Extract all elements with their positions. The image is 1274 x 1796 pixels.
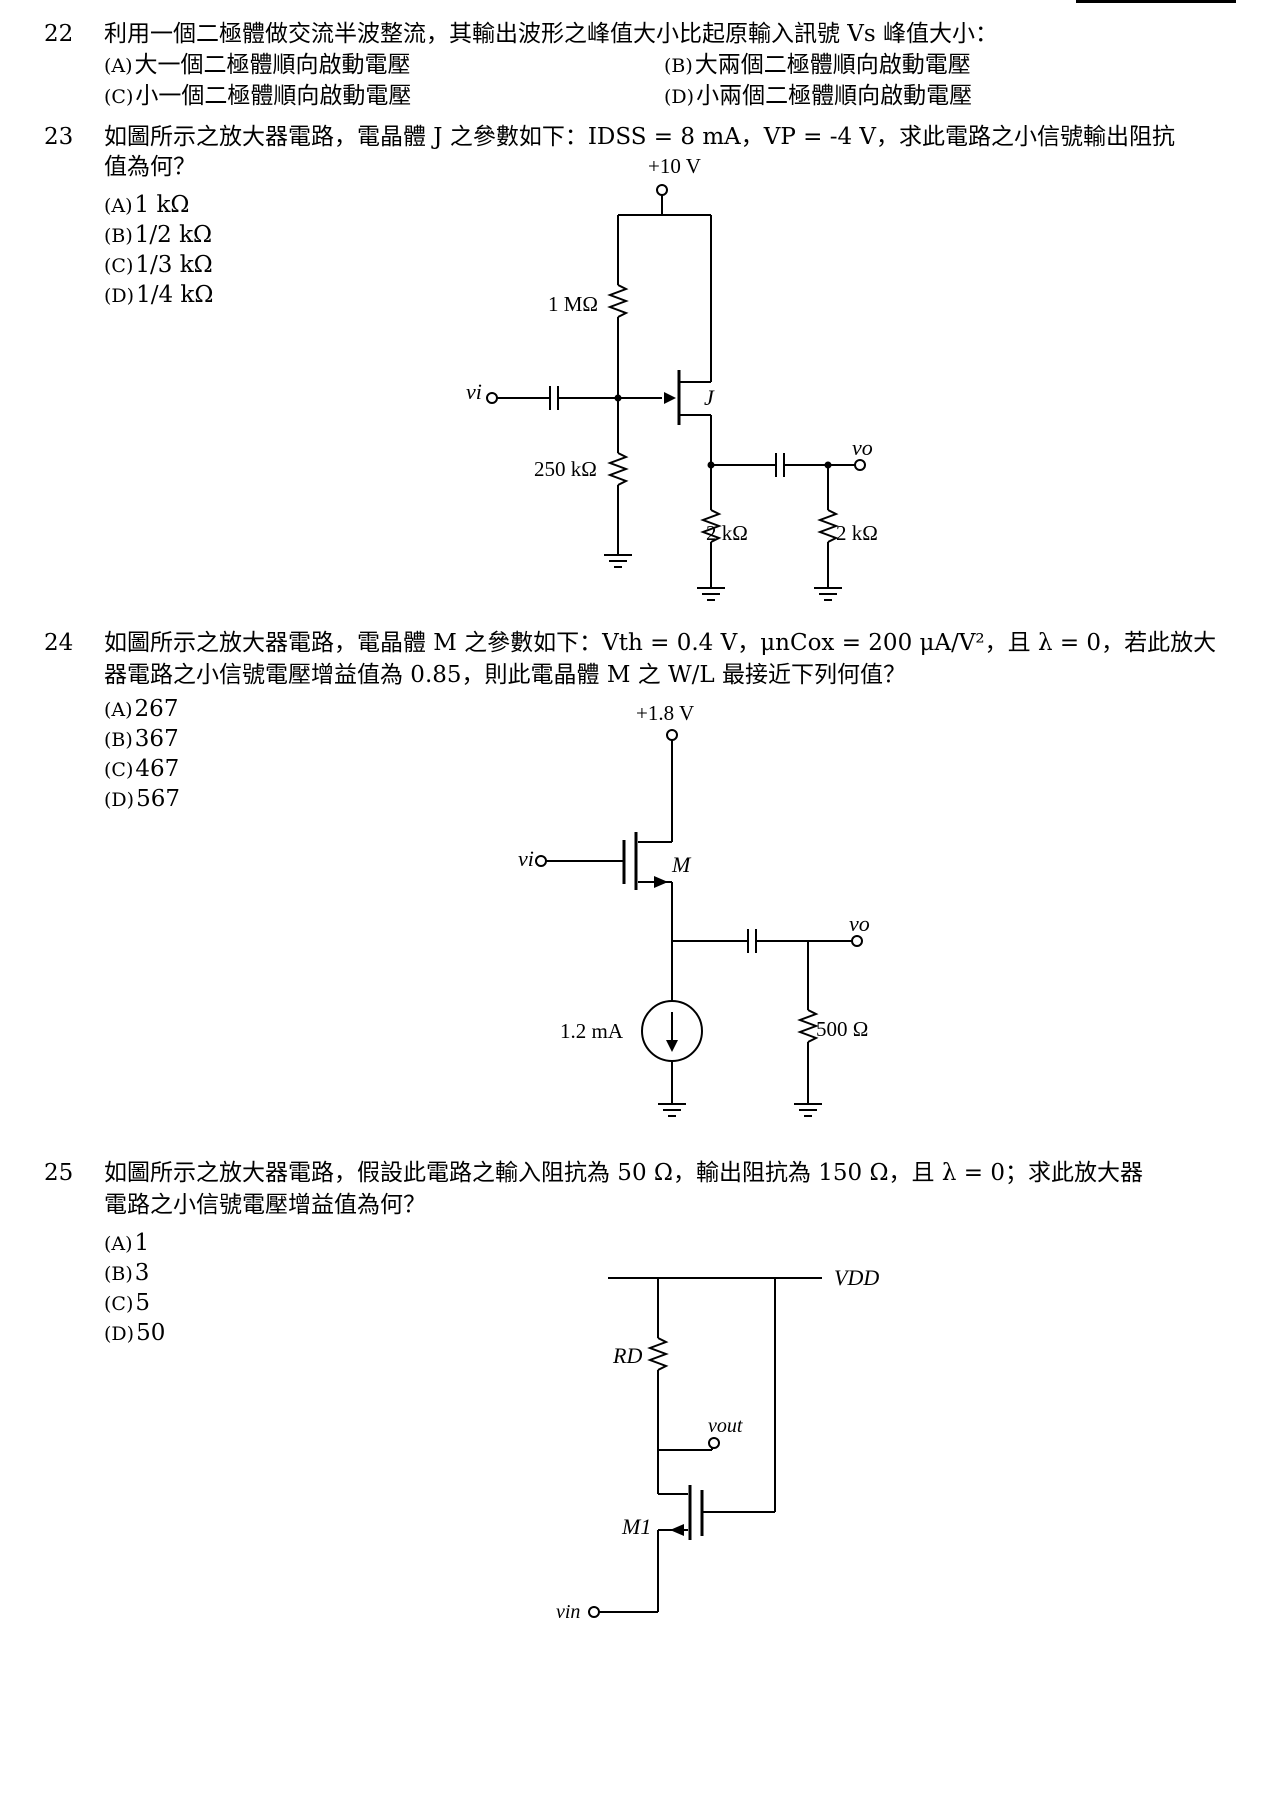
question-text-line2: 器電路之小信號電壓增益值為 0.85，則此電晶體 M 之 W/L 最接近下列何值… [104, 662, 906, 688]
header-rule [1076, 0, 1236, 3]
resistor-1M [607, 284, 629, 318]
resistor-250k-label: 250 kΩ [534, 457, 597, 481]
option-b: (B)367 [104, 726, 179, 752]
question-text-line2: 電路之小信號電壓增益值為何？ [104, 1192, 426, 1218]
input-label: vi [518, 846, 534, 871]
transistor-label: J [704, 385, 715, 410]
resistor-load [817, 509, 839, 543]
option-d: (D)1/4 kΩ [104, 282, 214, 308]
gate-arrow [664, 392, 676, 404]
question-text-line1: 如圖所示之放大器電路，電晶體 J 之參數如下：IDSS = 8 mA，VP = … [104, 124, 1176, 150]
question-text-line1: 如圖所示之放大器電路，假設此電路之輸入阻抗為 50 Ω，輸出阻抗為 150 Ω，… [104, 1160, 1143, 1186]
question-number: 24 [44, 630, 74, 656]
option-c: (C)小一個二極體順向啟動電壓 [104, 83, 412, 109]
output-terminal [708, 1437, 720, 1449]
output-label: vo [852, 435, 873, 460]
resistor-rd [647, 1337, 669, 1371]
resistor-load-label: 2 kΩ [836, 521, 878, 545]
output-terminal [854, 459, 866, 471]
question-number: 22 [44, 21, 74, 47]
option-b: (B)3 [104, 1260, 150, 1286]
resistor-1M-label: 1 MΩ [548, 292, 598, 316]
question-number: 23 [44, 124, 74, 150]
transistor-label: M1 [621, 1514, 651, 1539]
option-c: (C)467 [104, 756, 180, 782]
input-terminal [535, 855, 547, 867]
resistor-source [700, 509, 722, 543]
resistor-load-label: 500 Ω [816, 1017, 868, 1041]
option-a: (A)1 kΩ [104, 192, 190, 218]
resistor-source-label: 2 kΩ [706, 521, 748, 545]
output-terminal [851, 935, 863, 947]
resistor-load [797, 1009, 819, 1043]
option-b: (B)1/2 kΩ [104, 222, 213, 248]
supply-label: +1.8 V [636, 701, 694, 725]
option-b: (B)大兩個二極體順向啟動電壓 [664, 52, 971, 78]
option-c: (C)1/3 kΩ [104, 252, 213, 278]
option-c: (C)5 [104, 1290, 151, 1316]
output-label: vo [849, 911, 870, 936]
option-a: (A)267 [104, 696, 179, 722]
option-a: (A)1 [104, 1230, 150, 1256]
source-arrow [670, 1524, 684, 1536]
transistor-label: M [671, 852, 692, 877]
option-a: (A)大一個二極體順向啟動電壓 [104, 52, 411, 78]
question-number: 25 [44, 1160, 74, 1186]
output-label: vout [708, 1415, 743, 1437]
resistor-label: RD [612, 1343, 642, 1368]
option-d: (D)50 [104, 1320, 166, 1346]
input-label: vin [556, 1601, 580, 1623]
source-arrow [654, 876, 668, 888]
option-d: (D)567 [104, 786, 180, 812]
question-text-line2: 值為何？ [104, 154, 196, 180]
input-terminal [588, 1606, 600, 1618]
question-text: 利用一個二極體做交流半波整流，其輸出波形之峰值大小比起原輸入訊號 Vs 峰值大小… [104, 21, 999, 47]
option-d: (D)小兩個二極體順向啟動電壓 [664, 83, 973, 109]
supply-label: VDD [834, 1265, 879, 1290]
resistor-250k [607, 452, 629, 486]
question-text-line1: 如圖所示之放大器電路，電晶體 M 之參數如下：Vth = 0.4 V，μnCox… [104, 630, 1217, 656]
current-source-label: 1.2 mA [560, 1019, 624, 1043]
input-label: vi [466, 379, 482, 404]
supply-label: +10 V [648, 154, 701, 178]
